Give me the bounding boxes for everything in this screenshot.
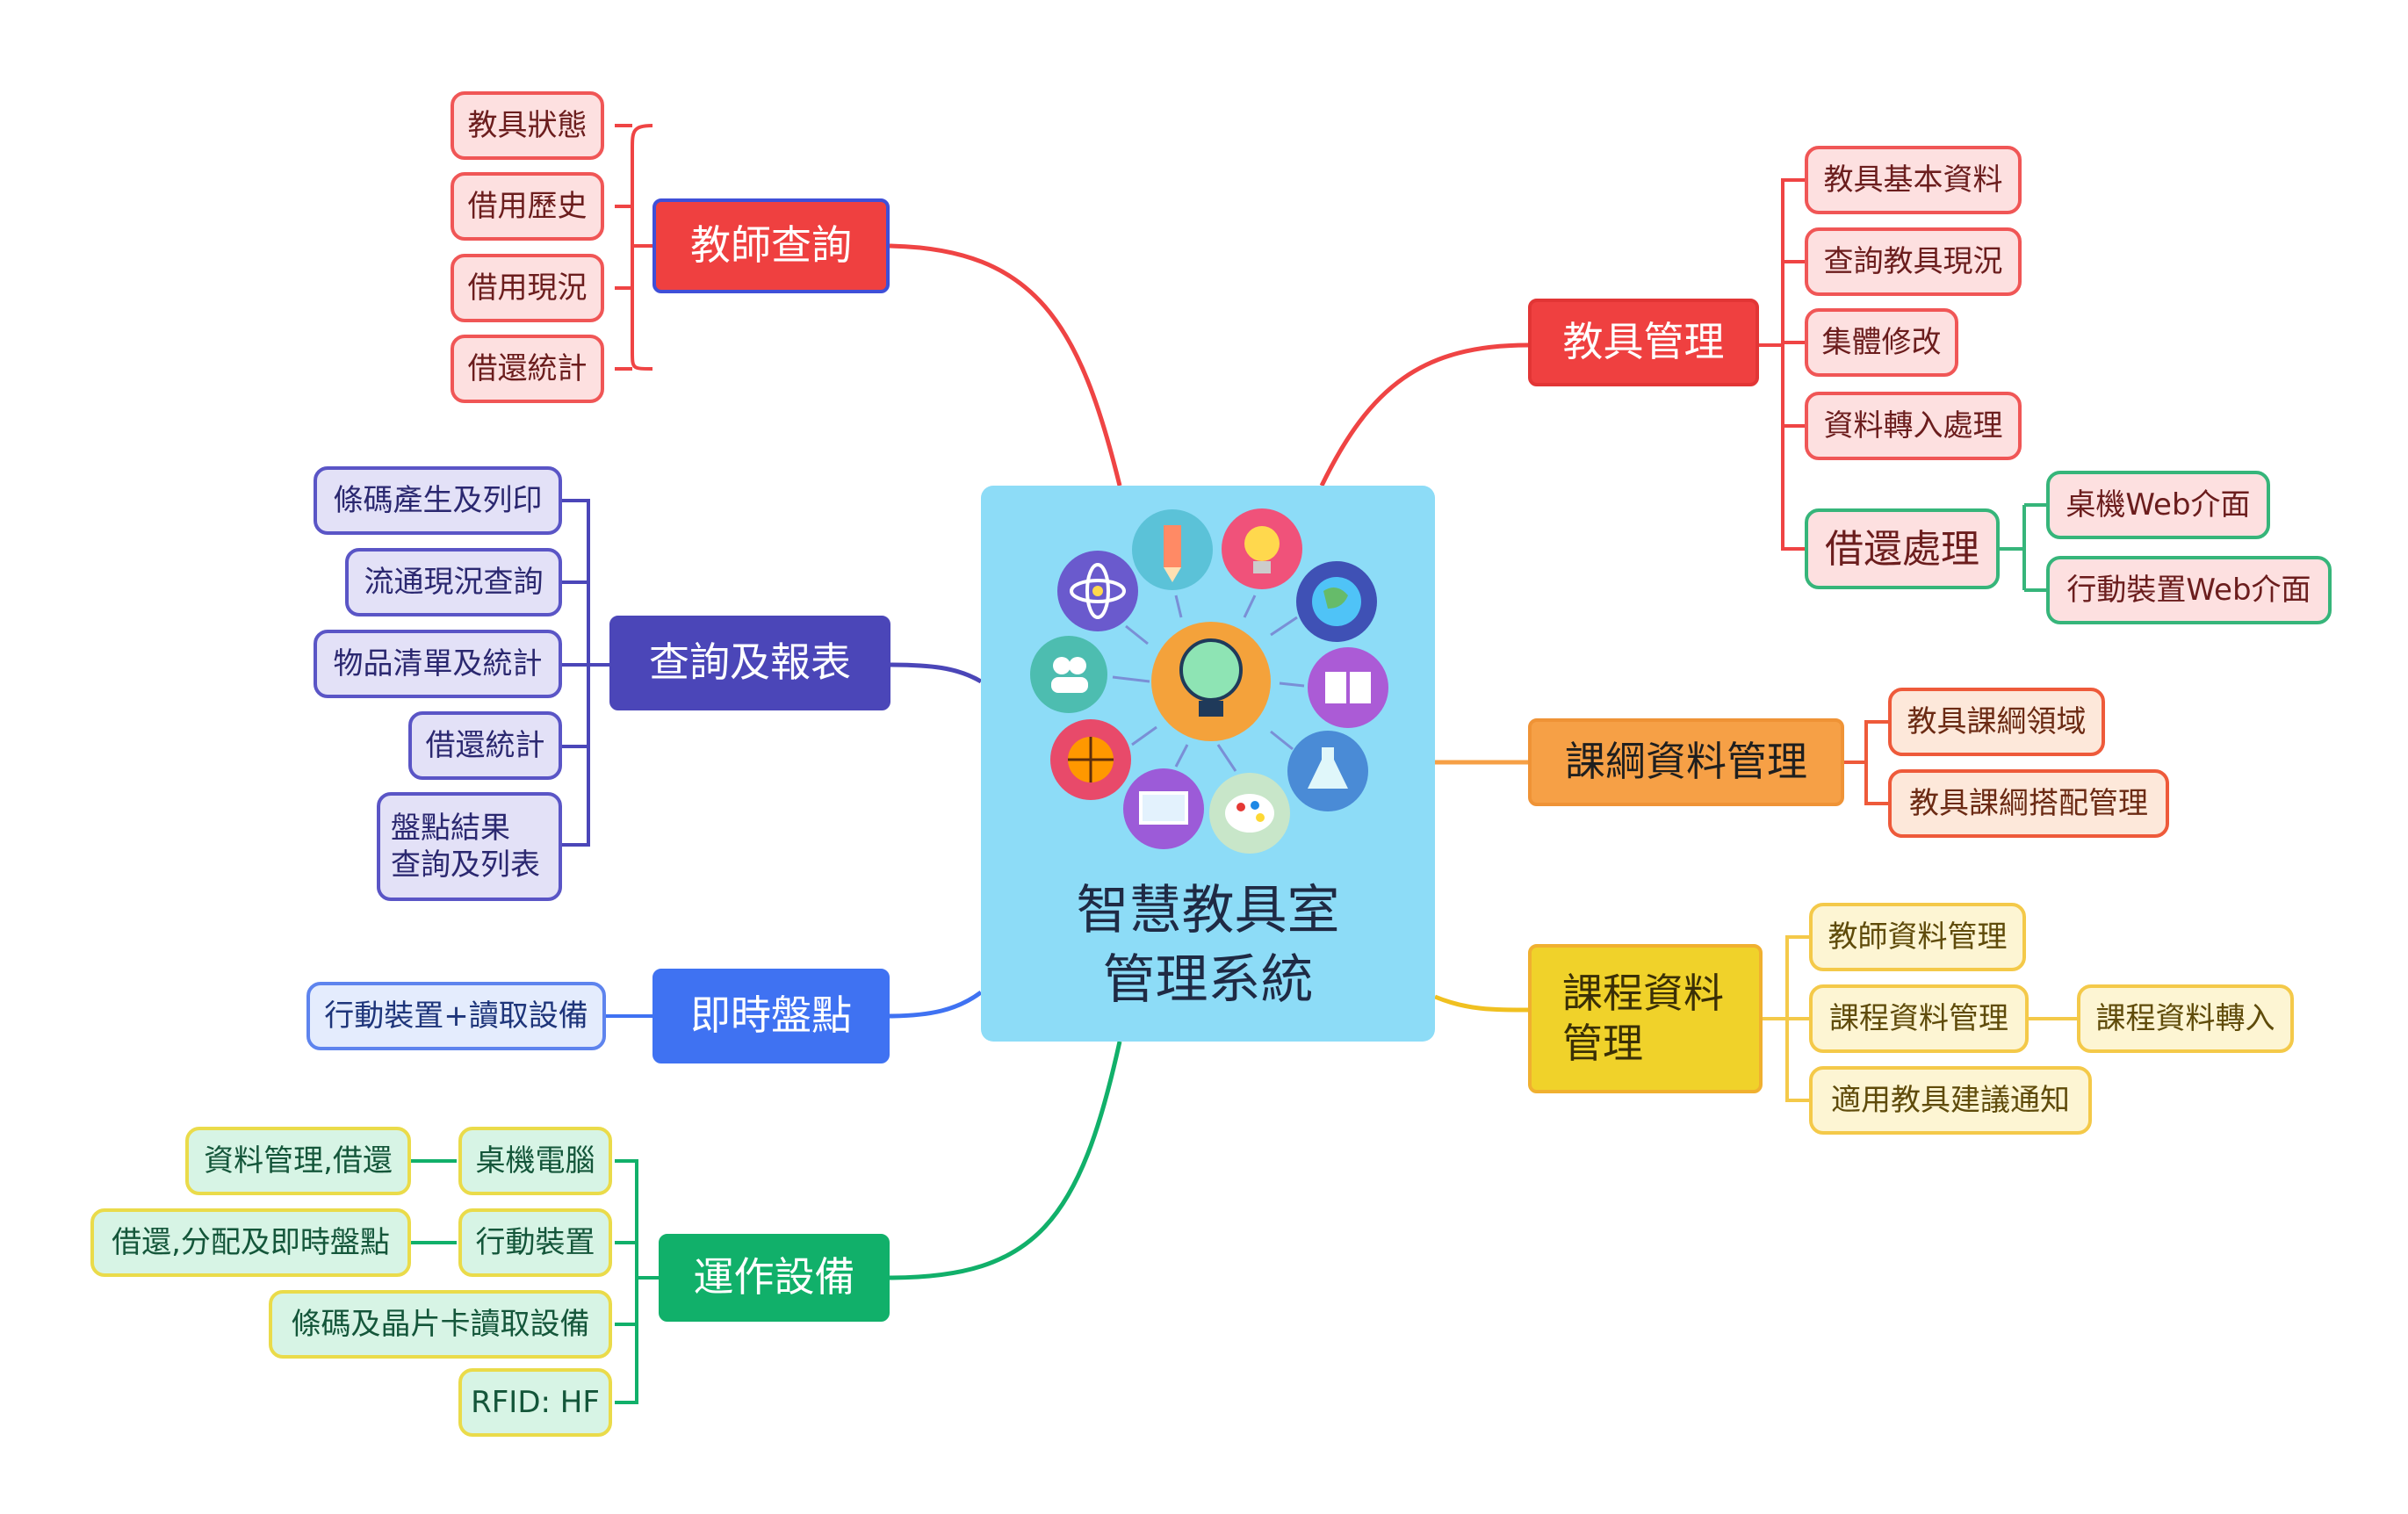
subtopic-course-data[interactable]: 課程資料管理	[1809, 984, 2029, 1053]
subtopic-item-list-stats[interactable]: 物品清單及統計	[314, 630, 562, 698]
subtopic-barcode-print[interactable]: 條碼產生及列印	[314, 466, 562, 535]
subtopic-mobile-reader[interactable]: 行動裝置+讀取設備	[306, 982, 606, 1050]
central-topic[interactable]: 智慧教具室 管理系統	[981, 486, 1435, 1042]
central-topic-title: 智慧教具室 管理系統	[1076, 880, 1340, 1012]
subtopic-borrow-return-stats[interactable]: 借還統計	[408, 711, 562, 780]
subtopic-borrow-allocate-inventory[interactable]: 借還,分配及即時盤點	[90, 1208, 411, 1277]
subtopic-borrow-return-processing[interactable]: 借還處理	[1805, 508, 2000, 589]
subtopic-tool-basic-data[interactable]: 教具基本資料	[1805, 146, 2022, 214]
subtopic-mobile-device[interactable]: 行動裝置	[458, 1208, 612, 1277]
basketball-icon	[1050, 719, 1131, 800]
subtopic-borrow-status[interactable]: 借用現況	[451, 254, 604, 322]
subtopic-curriculum-domain[interactable]: 教具課綱領域	[1888, 688, 2105, 756]
main-topic-tool-management[interactable]: 教具管理	[1528, 299, 1759, 386]
subtopic-tool-status[interactable]: 教具狀態	[451, 91, 604, 160]
book-icon	[1308, 647, 1388, 728]
subtopic-borrow-history[interactable]: 借用歷史	[451, 172, 604, 241]
subtopic-tool-status-query[interactable]: 查詢教具現況	[1805, 227, 2022, 296]
subtopic-bulk-edit[interactable]: 集體修改	[1805, 308, 1958, 377]
subtopic-mobile-web[interactable]: 行動裝置Web介面	[2046, 556, 2332, 624]
atom-icon	[1057, 551, 1138, 631]
people-icon	[1030, 636, 1107, 713]
subtopic-rfid[interactable]: RFID: HF	[458, 1368, 612, 1437]
main-topic-equipment[interactable]: 運作設備	[659, 1234, 890, 1322]
main-topic-realtime-inventory[interactable]: 即時盤點	[652, 969, 890, 1063]
main-topic-query-report[interactable]: 查詢及報表	[609, 616, 890, 710]
flask-icon	[1287, 731, 1368, 811]
subtopic-course-import[interactable]: 課程資料轉入	[2077, 984, 2294, 1053]
brain-bulb-icon	[1151, 622, 1271, 741]
subtopic-desktop[interactable]: 桌機電腦	[458, 1127, 612, 1195]
subtopic-curriculum-matching[interactable]: 教具課綱搭配管理	[1888, 769, 2169, 838]
subtopic-data-management-borrow[interactable]: 資料管理,借還	[185, 1127, 411, 1195]
education-icons-illustration	[1030, 508, 1388, 854]
subtopic-inventory-results[interactable]: 盤點結果 查詢及列表	[377, 792, 562, 901]
main-topic-curriculum[interactable]: 課綱資料管理	[1528, 718, 1844, 806]
globe-icon	[1296, 561, 1377, 642]
subtopic-borrow-stats[interactable]: 借還統計	[451, 335, 604, 403]
main-topic-teacher-query[interactable]: 教師查詢	[652, 198, 890, 293]
subtopic-data-import[interactable]: 資料轉入處理	[1805, 392, 2022, 460]
monitor-icon	[1123, 768, 1204, 849]
subtopic-barcode-reader[interactable]: 條碼及晶片卡讀取設備	[269, 1290, 612, 1359]
subtopic-teacher-data[interactable]: 教師資料管理	[1809, 903, 2026, 971]
subtopic-circulation-query[interactable]: 流通現況查詢	[345, 548, 562, 616]
pencil-icon	[1132, 509, 1213, 590]
main-topic-course[interactable]: 課程資料 管理	[1528, 944, 1763, 1093]
palette-icon	[1209, 773, 1290, 854]
subtopic-recommendation-notice[interactable]: 適用教具建議通知	[1809, 1066, 2092, 1135]
subtopic-desktop-web[interactable]: 桌機Web介面	[2046, 471, 2270, 539]
lightbulb-icon	[1222, 508, 1302, 589]
